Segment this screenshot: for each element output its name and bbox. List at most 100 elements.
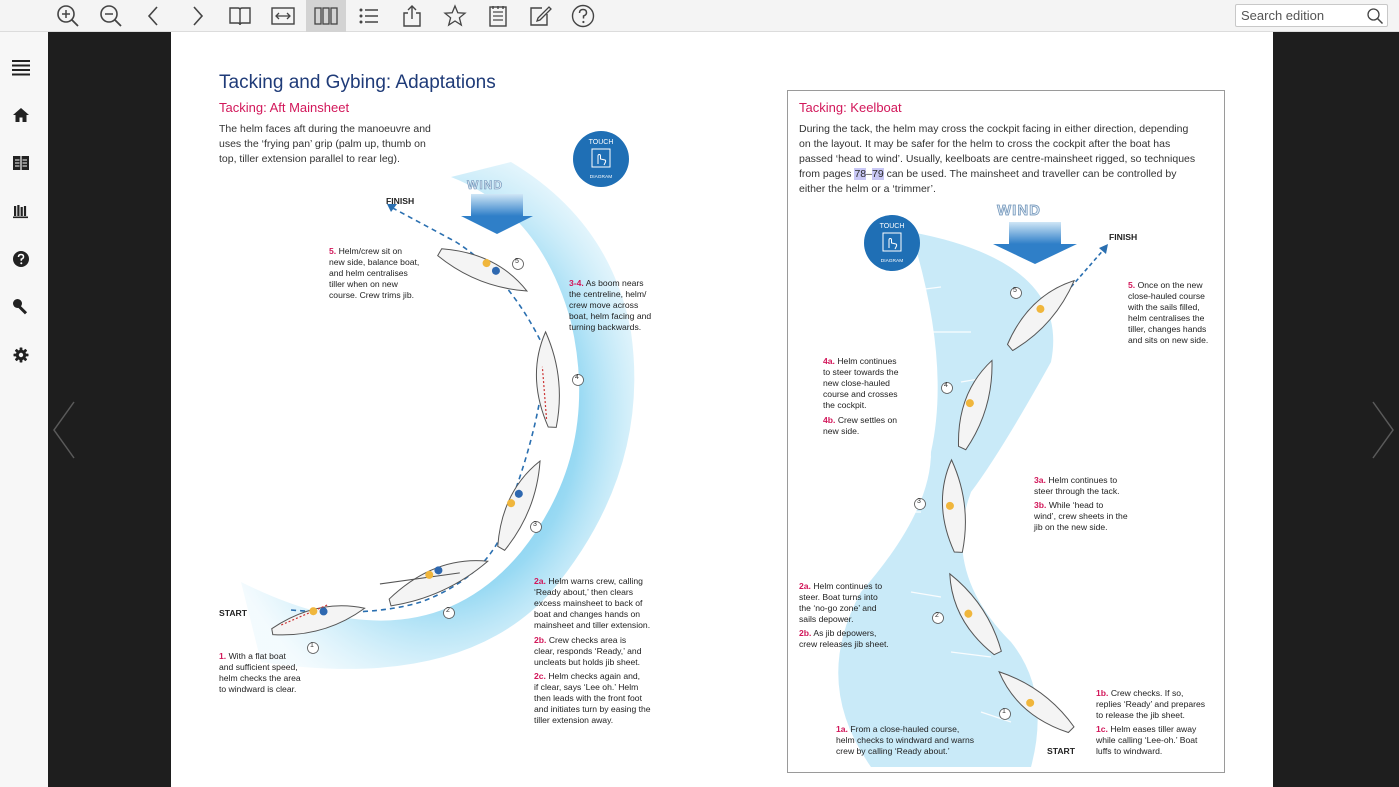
previous-page-arrow-icon[interactable] xyxy=(50,398,80,462)
step-line: and initiates turn by easing the xyxy=(534,704,651,714)
step-line: tiller, changes hands xyxy=(1128,324,1207,334)
step-line: sails depower. xyxy=(799,614,854,624)
share-button[interactable] xyxy=(392,0,432,32)
right-boat-5 xyxy=(1006,279,1076,352)
step-line: steer. Boat turns into xyxy=(799,592,878,602)
step-number: 5. xyxy=(1128,280,1136,290)
step-line: luffs to windward. xyxy=(1096,746,1163,756)
single-page-button[interactable] xyxy=(220,0,260,32)
forward-button[interactable] xyxy=(177,0,217,32)
left-subtitle: Tacking: Aft Mainsheet xyxy=(219,100,350,115)
step-line: the cockpit. xyxy=(823,400,867,410)
diagram-label: DIAGRAM xyxy=(589,175,613,180)
step-line: excess mainsheet to back of xyxy=(534,598,643,608)
step-line: new side. xyxy=(823,426,860,436)
forward-icon xyxy=(193,6,204,26)
marker-number: 5 xyxy=(1013,287,1017,294)
search-input[interactable] xyxy=(1236,5,1361,26)
step-line: Helm continues xyxy=(837,356,897,366)
step-line: While ‘head to xyxy=(1048,500,1104,510)
step-number: 3a. xyxy=(1034,475,1046,485)
library-icon xyxy=(13,156,29,170)
step-line: boat, helm facing and xyxy=(569,311,652,321)
step-line: wind’, crew sheets in the xyxy=(1034,511,1128,521)
single-page-icon xyxy=(229,7,251,26)
next-page-arrow-icon[interactable] xyxy=(1367,398,1397,462)
step-number: 1c. xyxy=(1096,724,1108,734)
left-wind-label: WIND xyxy=(467,178,503,193)
contents-list-button[interactable] xyxy=(349,0,389,32)
marker-number: 3 xyxy=(533,521,537,528)
right-touch-diagram-button[interactable]: TOUCH DIAGRAM xyxy=(864,215,920,271)
marker-number: 3 xyxy=(917,498,921,505)
help-button[interactable] xyxy=(563,0,603,32)
settings-button[interactable] xyxy=(8,342,34,368)
step-line: ‘Ready about,’ then clears xyxy=(534,587,634,597)
back-button[interactable] xyxy=(134,0,174,32)
bookmark-button[interactable] xyxy=(435,0,475,32)
search-key-button[interactable] xyxy=(8,294,34,320)
step-line: From a close-hauled course, xyxy=(850,724,960,734)
help-icon xyxy=(571,4,595,28)
step-line: steer through the tack. xyxy=(1034,486,1120,496)
menu-button[interactable] xyxy=(8,54,34,80)
search-icon[interactable] xyxy=(1366,7,1384,25)
left-boat-1 xyxy=(271,603,366,636)
step-line: uncleats but holds jib sheet. xyxy=(534,657,641,667)
menu-icon xyxy=(12,60,30,76)
step-line: With a flat boat xyxy=(228,651,286,661)
library-button[interactable] xyxy=(8,150,34,176)
right-boat-2 xyxy=(949,572,1002,656)
search-box[interactable] xyxy=(1235,4,1388,27)
step-line: and sufficient speed, xyxy=(219,662,298,672)
step-line: new close-hauled xyxy=(823,378,890,388)
fit-width-icon xyxy=(271,7,295,25)
marker-number: 4 xyxy=(944,382,948,389)
shelf-button[interactable] xyxy=(8,198,34,224)
step-line: tiller extension away. xyxy=(534,715,614,725)
right-finish-label: FINISH xyxy=(1109,232,1138,242)
right-start-label: START xyxy=(1047,746,1076,756)
edit-button[interactable] xyxy=(520,0,560,32)
thumbnails-icon xyxy=(314,7,338,25)
home-button[interactable] xyxy=(8,102,34,128)
step-line: Helm continues to xyxy=(813,581,883,591)
step-line: mainsheet and tiller extension. xyxy=(534,620,651,630)
step-number: 1b. xyxy=(1096,688,1109,698)
home-icon xyxy=(13,108,29,122)
right-intro: During the tack, the helm may cross the … xyxy=(799,122,1219,197)
left-touch-diagram-button[interactable]: TOUCH DIAGRAM xyxy=(573,131,629,187)
fit-width-button[interactable] xyxy=(263,0,303,32)
help-sidebar-button[interactable] xyxy=(8,246,34,272)
zoom-in-button[interactable] xyxy=(48,0,88,32)
step-number: 4b. xyxy=(823,415,836,425)
left-step-markers xyxy=(307,258,584,654)
step-line: new side, balance boat, xyxy=(329,257,420,267)
bookmark-star-icon xyxy=(443,4,467,27)
sidebar xyxy=(0,32,48,787)
step-line: helm checks the area xyxy=(219,673,301,683)
step-line: Crew settles on xyxy=(837,415,898,425)
step-line: Helm warns crew, calling xyxy=(548,576,643,586)
shelf-icon xyxy=(13,205,28,219)
page-link-78[interactable]: 78 xyxy=(854,168,867,180)
step-line: helm checks to windward and warns xyxy=(836,735,975,745)
page-link-79[interactable]: 79 xyxy=(871,168,884,180)
right-boat-1 xyxy=(998,670,1075,734)
left-wind-arrow xyxy=(461,194,533,234)
zoom-out-button[interactable] xyxy=(91,0,131,32)
notes-button[interactable] xyxy=(478,0,518,32)
settings-icon xyxy=(13,347,29,363)
diagram-label: DIAGRAM xyxy=(880,259,904,264)
right-subtitle: Tacking: Keelboat xyxy=(799,100,902,115)
step-line: course. Crew trims jib. xyxy=(329,290,414,300)
left-step-2c: 2c. Helm checks again and,if clear, says… xyxy=(534,671,664,726)
step-number: 2a. xyxy=(534,576,546,586)
thumbnails-button[interactable] xyxy=(306,0,346,32)
step-number: 4a. xyxy=(823,356,835,366)
